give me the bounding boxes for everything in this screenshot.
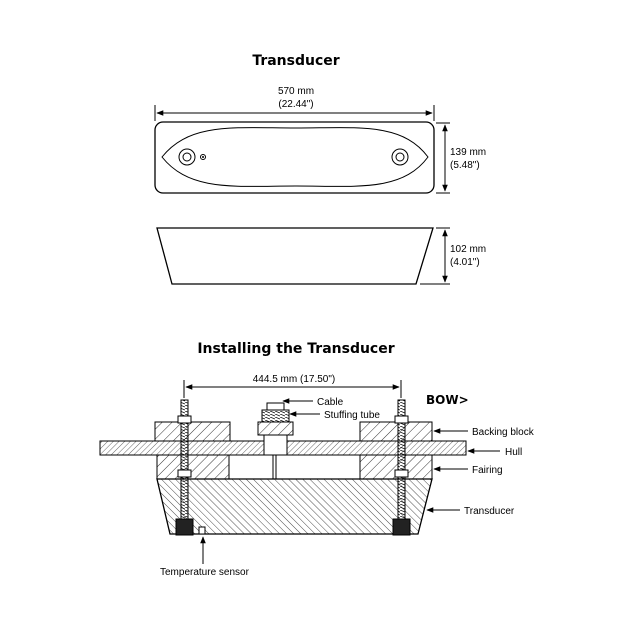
transducer-label: Transducer bbox=[464, 506, 515, 517]
cable-label: Cable bbox=[317, 397, 344, 408]
width-in-label: (22.44") bbox=[278, 99, 313, 110]
transducer-top-view bbox=[154, 121, 435, 194]
bow-label: BOW> bbox=[426, 393, 469, 407]
height-in-label: (5.48") bbox=[450, 160, 480, 171]
depth-in-label: (4.01") bbox=[450, 257, 480, 268]
transducer-side-view bbox=[156, 227, 434, 285]
fairing-label: Fairing bbox=[472, 465, 503, 476]
width-mm-label: 570 mm bbox=[278, 86, 314, 97]
stud-right bbox=[392, 399, 411, 536]
temperature-sensor bbox=[198, 526, 206, 535]
depth-mm-label: 102 mm bbox=[450, 244, 486, 255]
fairing-left bbox=[156, 454, 230, 480]
transducer-body bbox=[156, 478, 433, 535]
stuffing-tube bbox=[257, 402, 294, 456]
cable bbox=[272, 455, 277, 479]
backing-block-right bbox=[359, 421, 433, 442]
mounting-hole-right bbox=[391, 148, 409, 166]
temperature-sensor-label: Temperature sensor bbox=[160, 567, 250, 578]
mounting-hole-left bbox=[178, 148, 196, 166]
stuffing-tube-label: Stuffing tube bbox=[324, 410, 380, 421]
height-mm-label: 139 mm bbox=[450, 147, 486, 158]
backing-block-label: Backing block bbox=[472, 427, 535, 438]
install-title: Installing the Transducer bbox=[197, 341, 394, 357]
backing-block-left bbox=[154, 421, 231, 442]
stud-left bbox=[175, 399, 194, 536]
hull-label: Hull bbox=[505, 447, 522, 458]
transducer-title: Transducer bbox=[252, 53, 339, 69]
sensor-dot bbox=[200, 154, 206, 160]
spacing-label: 444.5 mm (17.50") bbox=[253, 374, 335, 385]
